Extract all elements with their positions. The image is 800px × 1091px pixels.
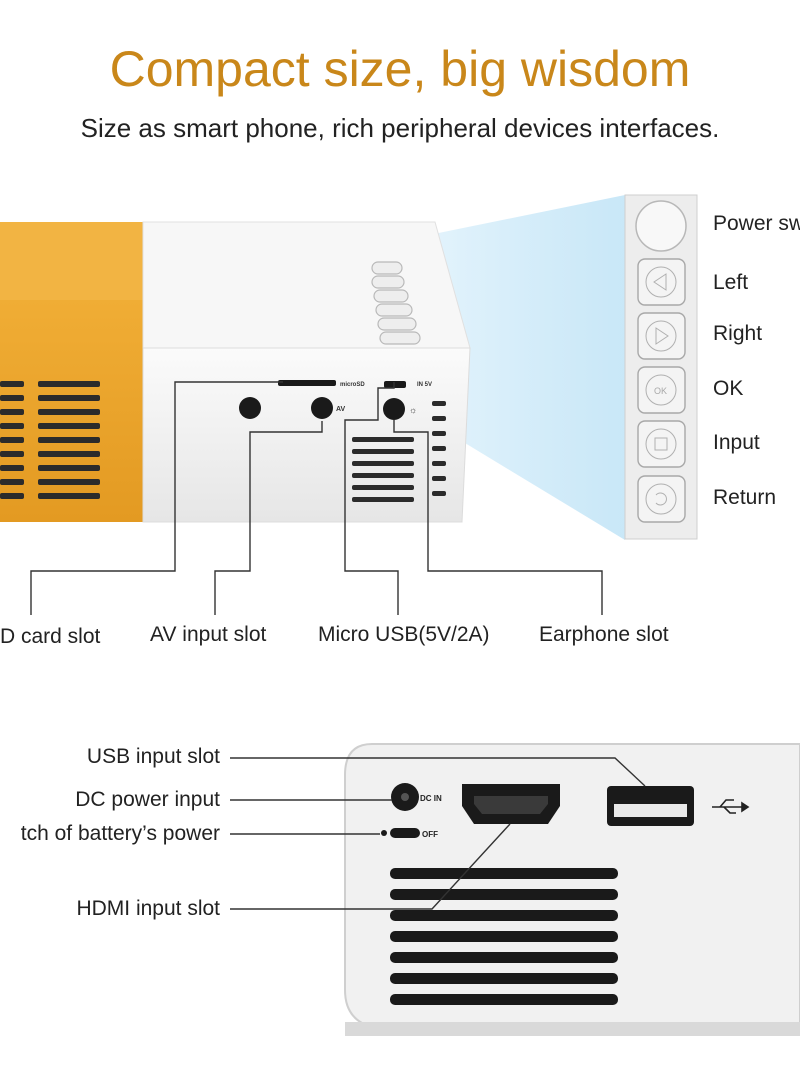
- button-label-power: Power sw: [713, 212, 800, 235]
- label-sd-card-slot: D card slot: [0, 625, 101, 648]
- button-panel: OK: [624, 194, 698, 540]
- earphone-port: [383, 398, 405, 420]
- rear-callout-lines: [230, 757, 646, 910]
- hdmi-port: [462, 784, 560, 824]
- label-av-input-slot: AV input slot: [150, 623, 267, 646]
- label-battery-switch: tch of battery’s power: [20, 822, 220, 845]
- right-arrow-icon: [637, 312, 686, 360]
- side-vent: [0, 381, 100, 499]
- front-vent: [352, 401, 446, 502]
- in5v-marking: IN 5V: [417, 382, 432, 388]
- left-arrow-icon: [637, 258, 686, 306]
- button-label-return: Return: [713, 486, 777, 509]
- button-label-right: Right: [713, 322, 763, 345]
- subline: Size as smart phone, rich peripheral dev…: [80, 113, 720, 143]
- ok-marking: OK: [654, 386, 667, 396]
- button-label-left: Left: [713, 271, 749, 294]
- av-marking: AV: [336, 406, 346, 413]
- label-dc-power-input: DC power input: [75, 788, 220, 811]
- projector-rear-view: DC IN OFF: [344, 743, 800, 1036]
- dc-in-marking: DC IN: [420, 794, 442, 803]
- microsd-port: [278, 380, 336, 386]
- micro-usb-port: [384, 381, 406, 388]
- usb-icon: [712, 799, 750, 814]
- projector-side-view: AV microSD IN 5V ☼: [0, 221, 471, 523]
- usb-port: [607, 786, 694, 826]
- headline: Compact size, big wisdom: [109, 41, 691, 97]
- top-buttons: [371, 261, 421, 345]
- port-hole: [239, 397, 261, 419]
- input-icon: [637, 420, 686, 468]
- battery-switch: [390, 828, 420, 838]
- button-label-ok: OK: [713, 377, 744, 400]
- av-port: [311, 397, 333, 419]
- power-icon: [635, 200, 687, 252]
- label-micro-usb: Micro USB(5V/2A): [318, 623, 490, 646]
- side-callout-lines: [30, 381, 603, 615]
- label-hdmi-input-slot: HDMI input slot: [76, 897, 220, 920]
- microsd-marking: microSD: [340, 382, 365, 388]
- label-usb-input-slot: USB input slot: [86, 745, 220, 768]
- ok-icon: OK: [637, 366, 686, 414]
- return-icon: [637, 475, 686, 523]
- headphone-icon: ☼: [409, 405, 417, 415]
- button-label-input: Input: [713, 431, 760, 454]
- off-marking: OFF: [422, 830, 438, 839]
- label-earphone-slot: Earphone slot: [539, 623, 669, 646]
